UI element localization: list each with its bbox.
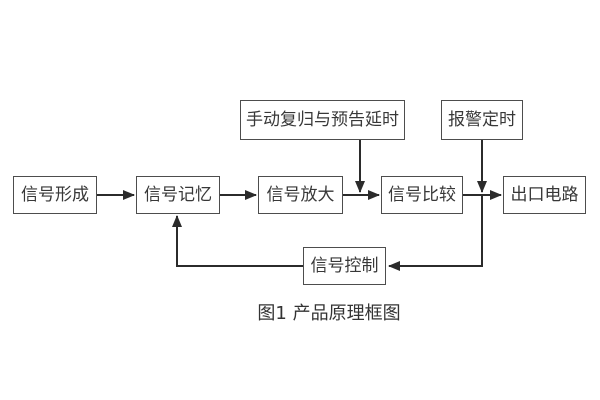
box-signal-memory-label: 信号记忆 [144,184,212,205]
box-alarm-timing: 报警定时 [441,100,523,140]
box-output-circuit-label: 出口电路 [510,184,579,205]
box-manual-reset-delay: 手动复归与预告延时 [240,100,405,140]
box-signal-comparison-label: 信号比较 [388,184,456,205]
box-signal-comparison: 信号比较 [381,176,463,214]
box-signal-memory: 信号记忆 [136,176,220,214]
box-signal-control-label: 信号控制 [310,255,379,276]
box-signal-formation-label: 信号形成 [21,184,89,205]
box-signal-amplification-label: 信号放大 [266,184,335,205]
box-output-circuit: 出口电路 [503,176,586,214]
arrow-feedback-to-signal-control [388,195,483,271]
figure-caption: 图1 产品原理框图 [257,303,401,324]
box-manual-reset-delay-label: 手动复归与预告延时 [246,109,399,130]
box-signal-amplification: 信号放大 [258,176,343,214]
box-signal-control: 信号控制 [303,247,386,285]
box-alarm-timing-label: 报警定时 [448,109,516,130]
box-signal-formation: 信号形成 [13,176,97,214]
arrow-signal-control-to-memory [172,215,303,267]
